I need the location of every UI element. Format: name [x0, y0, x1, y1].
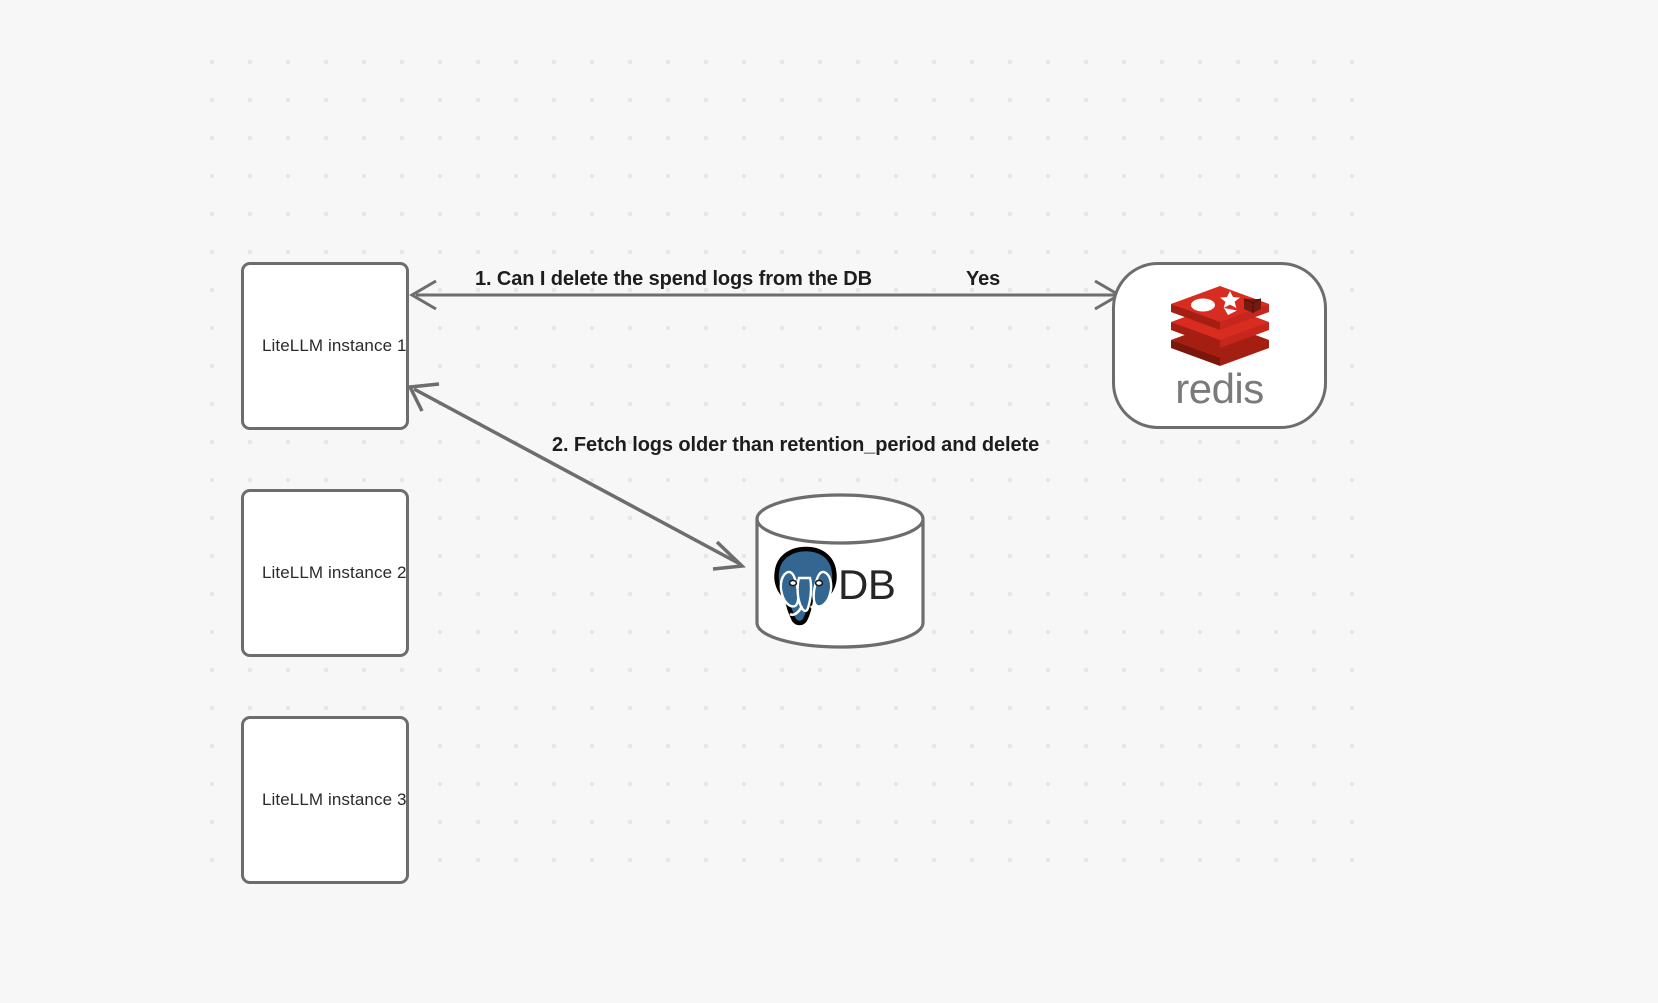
node-litellm-instance-1-label: LiteLLM instance 1	[262, 336, 407, 355]
edge-label-database: 2. Fetch logs older than retention_perio…	[552, 434, 1040, 456]
postgresql-elephant-icon	[774, 546, 837, 626]
node-litellm-instance-2[interactable]: LiteLLM instance 2	[241, 489, 409, 657]
database-label: DB	[838, 561, 896, 608]
edge-litellm1-database	[407, 382, 746, 571]
node-litellm-instance-3[interactable]: LiteLLM instance 3	[241, 716, 409, 884]
node-database[interactable]	[754, 492, 926, 650]
node-litellm-instance-3-label: LiteLLM instance 3	[262, 790, 407, 809]
edge-label-redis-request: 1. Can I delete the spend logs from the …	[475, 268, 872, 290]
node-litellm-instance-1[interactable]: LiteLLM instance 1	[241, 262, 409, 430]
node-redis[interactable]: redis	[1112, 262, 1327, 429]
redis-wordmark: redis	[1175, 364, 1264, 412]
node-litellm-instance-2-label: LiteLLM instance 2	[262, 563, 407, 582]
redis-logo-icon	[1170, 285, 1269, 366]
edge-label-redis-reply: Yes	[966, 268, 1001, 290]
